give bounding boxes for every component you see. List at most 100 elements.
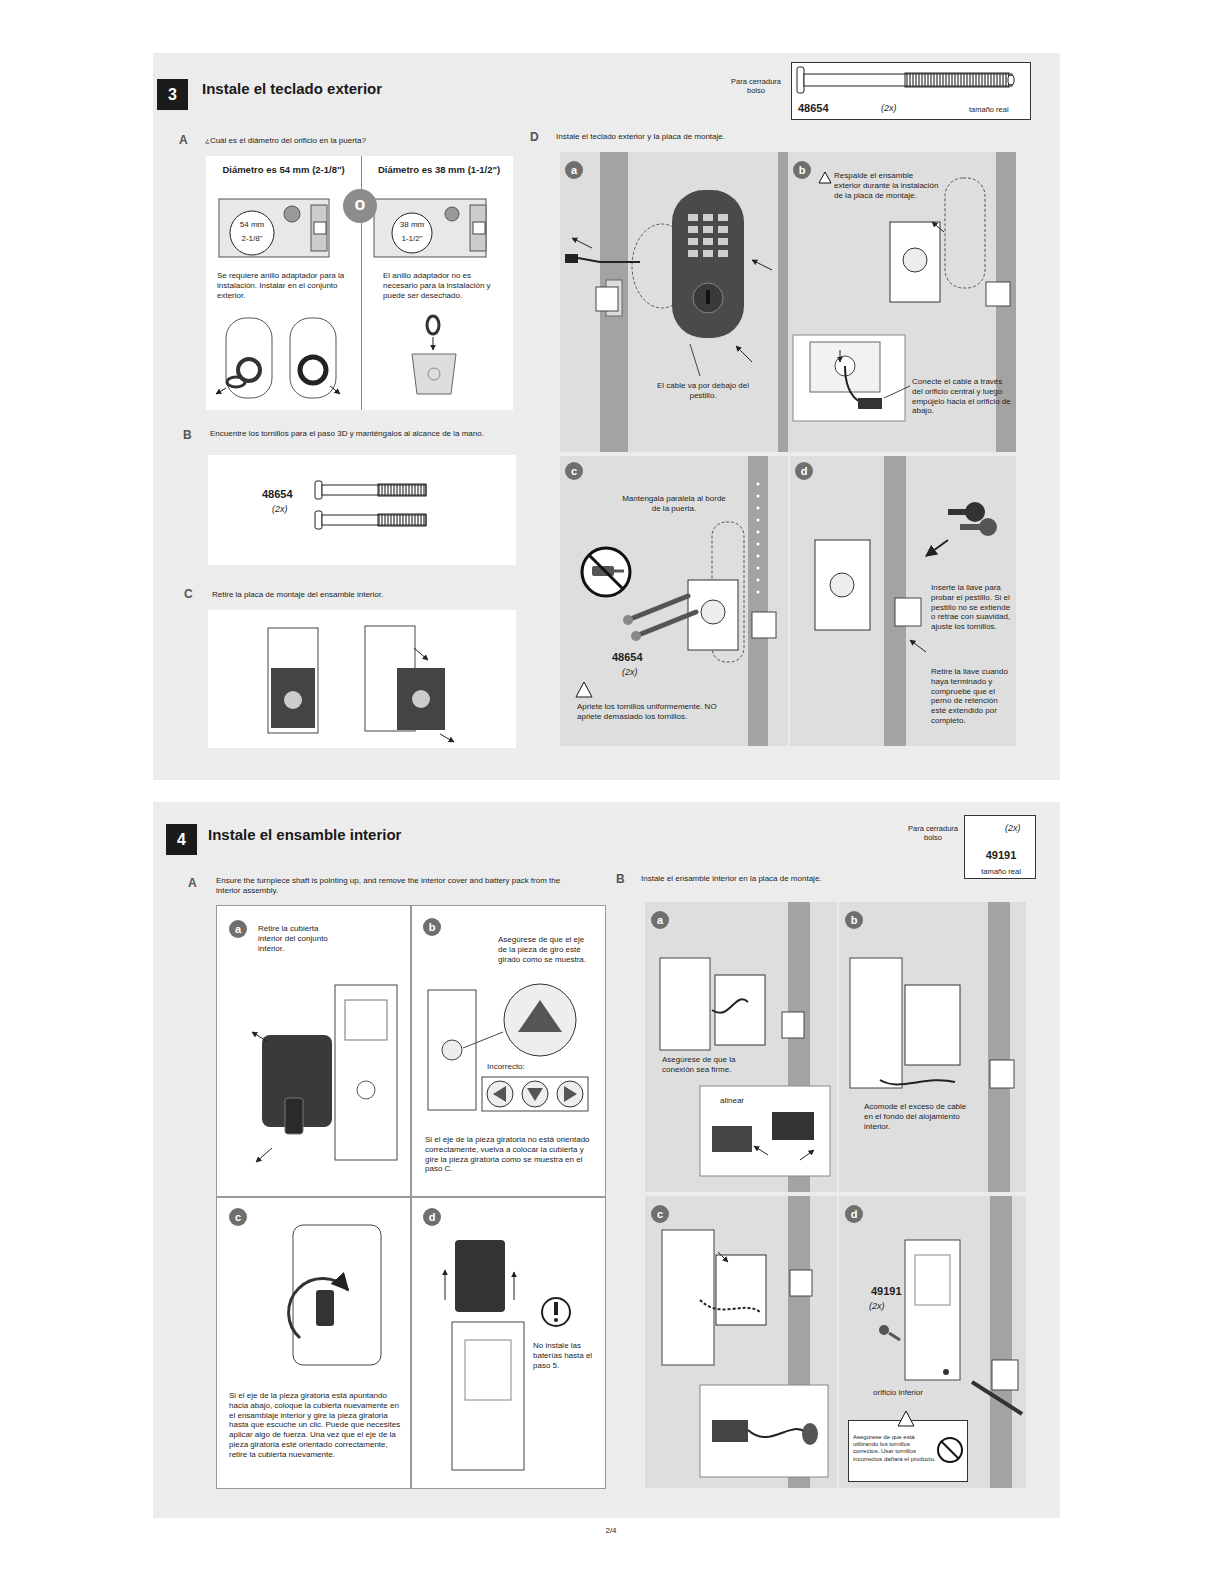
screw-tightening (757, 555, 760, 558)
cover-removal (256, 1148, 272, 1162)
option-heading: Diámetro es 54 mm (2-1/8") (216, 164, 351, 176)
step-number: 4 (166, 824, 197, 855)
screw-fastening (941, 1441, 959, 1459)
keypad-install (596, 287, 618, 311)
mounting-plate-removal (284, 691, 302, 709)
keypad-install (672, 190, 744, 338)
turnpiece-rotation (289, 1225, 381, 1365)
interior-mount (716, 1255, 766, 1325)
interior-mount (700, 1300, 760, 1312)
mounting-plate-install (810, 342, 880, 392)
mounting-plate-install (986, 282, 1010, 306)
cover-removal (285, 1098, 303, 1134)
battery-removal (445, 1240, 570, 1470)
mounting-plate-install (884, 386, 910, 398)
interior-mount (712, 1420, 748, 1442)
adapter-ring-trash (427, 316, 439, 334)
mounting-plate-removal (397, 668, 445, 730)
mounting-plate-removal (440, 734, 454, 742)
warning-box: Asegúrese de que está utilizando los tor… (848, 1420, 968, 1482)
instruction-text: Encuentre los tornillos para el paso 3D … (210, 429, 510, 439)
turnpiece-orientation (442, 1040, 462, 1060)
section-heading: Instale el teclado exterior (202, 80, 522, 98)
part-number: 49191 (967, 849, 1035, 862)
mounting-plate-install (932, 222, 944, 232)
section-heading: Instale el ensamble interior (208, 826, 528, 844)
keypad-install (632, 224, 692, 308)
hardware-note: Para cerradura bolso (905, 824, 961, 842)
keypad-install (706, 290, 710, 304)
hole-diagram (284, 206, 300, 222)
key-test (960, 524, 988, 530)
keypad-install (778, 152, 788, 452)
key-test (926, 540, 948, 556)
mounting-plate-install (793, 152, 1016, 452)
screw-fastening (972, 1382, 1022, 1414)
hardware-note: Para cerradura bolso (729, 77, 783, 95)
cover-removal (335, 985, 397, 1160)
screw-tightening (752, 612, 776, 638)
screw-tightening (576, 456, 776, 746)
screws-48654 (315, 511, 322, 529)
dimension-label: 38 mm (394, 221, 430, 230)
scale-note: tamaño real (969, 105, 1029, 114)
turnpiece-orientation (518, 1000, 562, 1032)
step-panel: aRetire la cubierta interior del conjunt… (216, 905, 411, 1197)
screw-fastening (915, 1255, 950, 1305)
keypad-install (690, 344, 700, 376)
step-panel: bAsegúrese de que el eje de la pieza de … (411, 905, 606, 1197)
instruction-text: Conecte el cable a través del orificio c… (912, 377, 1012, 416)
keypad-install (606, 280, 622, 316)
keypad-install (718, 250, 728, 257)
instruction-text: Incorrecto: (487, 1062, 547, 1072)
adapter-ring-trash (412, 316, 456, 394)
mounting-plate-removal (208, 610, 516, 748)
option-heading: Diámetro es 38 mm (1-1/2") (373, 164, 505, 176)
hardware-box: Para cerradura bolso(2x)49191tamaño real (964, 815, 1036, 879)
keypad-install (572, 238, 592, 248)
screw-tightening (636, 612, 696, 636)
or-label: o (343, 189, 377, 219)
quantity: (2x) (1005, 823, 1035, 834)
step-letter: c (565, 462, 583, 480)
battery-removal (455, 1240, 505, 1312)
exterior-assembly (238, 359, 260, 381)
key-test (948, 509, 975, 515)
screw-actual-size (797, 67, 1014, 93)
hole-diagram (230, 211, 274, 255)
mounting-plate-install (858, 398, 882, 409)
interior-connection (772, 1112, 814, 1140)
hole-diagram (374, 199, 486, 257)
warning-text: No instale las baterías hasta el paso 5. (533, 1341, 601, 1370)
battery-removal (554, 1318, 558, 1322)
screw-fastening (879, 1196, 1022, 1488)
interior-mount (748, 1429, 805, 1437)
adapter-ring-trash (412, 354, 456, 394)
cover-removal (252, 1032, 268, 1042)
screw-tightening (757, 483, 760, 486)
screw-fastening (905, 1240, 960, 1380)
instruction-text: Asegúrese de que la conexión sea firme. (662, 1055, 757, 1075)
turnpiece-orientation (463, 1032, 503, 1048)
mounting-plate-install (793, 335, 905, 421)
callout-text: orificio inferior (870, 1388, 926, 1398)
mounting-plate-removal (365, 626, 415, 731)
turnpiece-rotation (293, 1225, 381, 1365)
step-panel: dInserte la llave para probar el pestill… (790, 456, 1016, 746)
screws-48654 (378, 514, 426, 526)
interior-connection (754, 1146, 768, 1155)
screw-tightening (757, 495, 760, 498)
instruction-text: ¿Cuál es el diámetro del orificio en la … (205, 136, 485, 146)
instruction-text: Retire la cubierta interior del conjunto… (258, 924, 343, 953)
interior-connection (660, 902, 830, 1192)
hole-diagram (473, 222, 485, 234)
interior-connection (800, 1150, 814, 1160)
key-test (884, 456, 906, 746)
screw-fastening (938, 1438, 962, 1462)
battery-removal (465, 1340, 511, 1400)
warning-text: Respalde el ensamble exterior durante la… (834, 171, 940, 200)
step-panel: aAsegúrese de que la conexión sea firme.… (645, 902, 837, 1192)
step-panel: bAcomode el exceso de cable en el fondo … (839, 902, 1026, 1192)
screw-fastening (879, 1325, 889, 1335)
mounting-plate-install (819, 172, 831, 183)
